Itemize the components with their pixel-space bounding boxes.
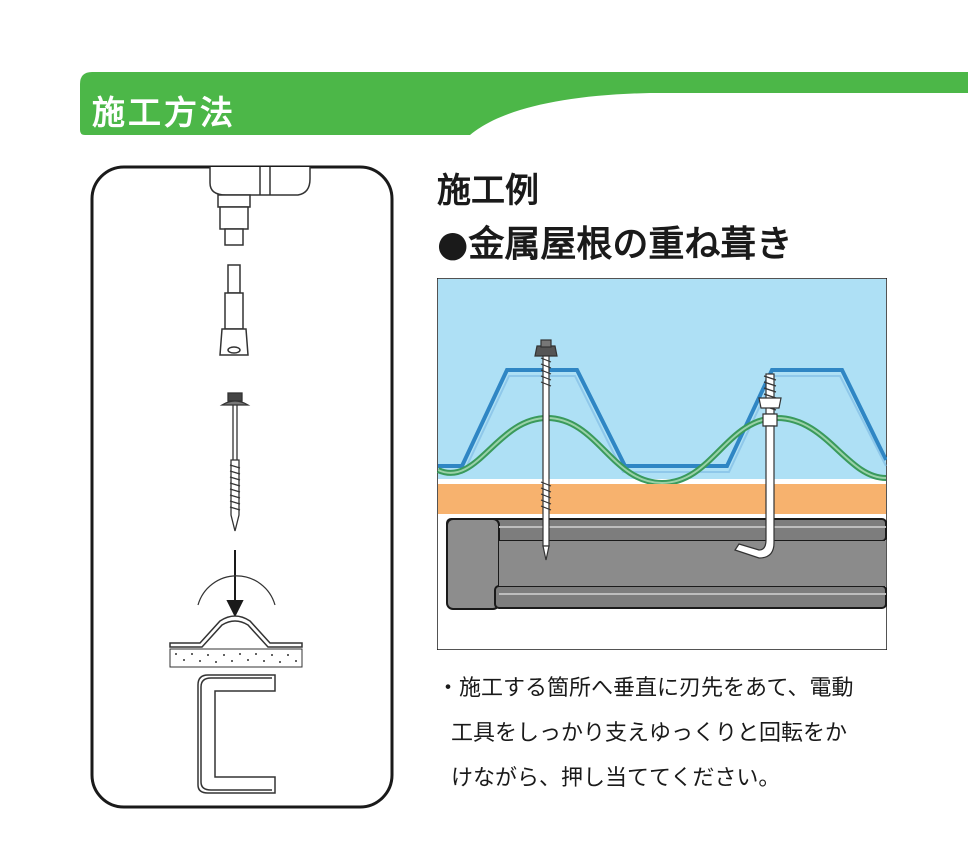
sky-area: [438, 279, 886, 479]
instruction-line: 工具をしっかり支えゆっくりと回転をか: [451, 721, 848, 746]
self-drilling-screw-icon: [219, 392, 251, 532]
instruction-line: けながら、押し当ててください。: [451, 766, 781, 791]
insulation-layer-icon: [169, 648, 303, 668]
arrow-down-icon: [226, 550, 244, 618]
purlin-lower-flange: [494, 585, 887, 609]
section-title: 施工方法: [92, 93, 236, 132]
section-banner: [80, 72, 968, 135]
drill-chuck-icon: [209, 167, 311, 246]
purlin-web: [446, 518, 500, 610]
roof-method-heading: ●金属屋根の重ね葺き: [437, 224, 793, 265]
c-purlin-icon: [197, 674, 276, 794]
example-heading: 施工例: [437, 171, 539, 211]
roof-sheet-icon: [169, 615, 303, 648]
instructions-text: ・施工する箇所へ垂直に刃先をあて、電動 工具をしっかり支えゆっくりと回転をか け…: [437, 666, 907, 801]
roof-cross-section-diagram: [437, 278, 887, 650]
purlin-upper-flange: [446, 518, 887, 542]
hook-bolt: [734, 373, 782, 559]
tool-illustration-panel: [90, 165, 394, 809]
insulation-layer: [438, 484, 886, 514]
screw-one: [534, 339, 558, 561]
instruction-line: ・施工する箇所へ垂直に刃先をあて、電動: [437, 676, 854, 701]
vertical-angle-arc: [197, 575, 276, 606]
socket-bit-icon: [219, 264, 249, 356]
